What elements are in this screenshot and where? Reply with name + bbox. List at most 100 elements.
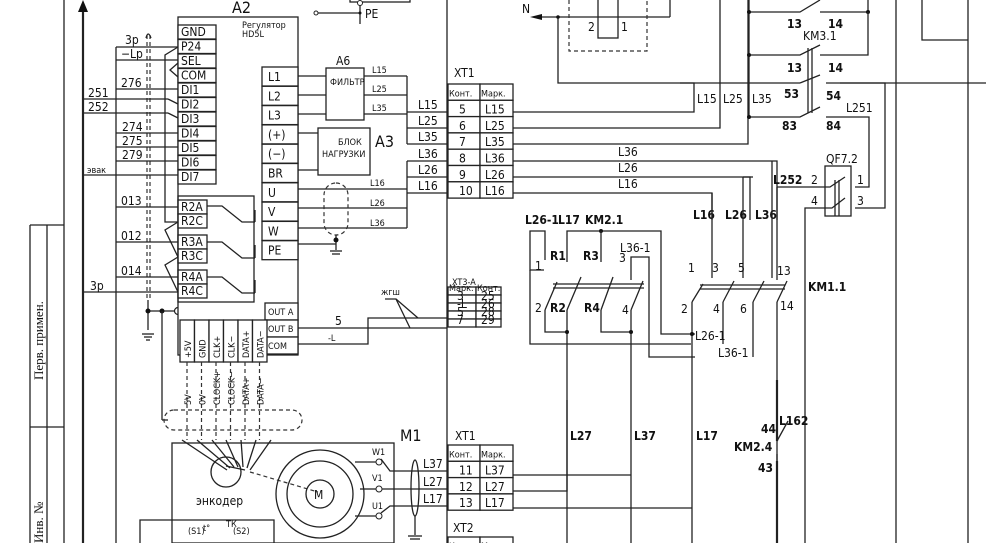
terminal-label: V [268,205,276,219]
label: 14 [828,61,844,75]
pe-connection: PE [313,0,411,24]
label: жгш [381,288,400,298]
column-header: Марк. [481,89,506,99]
terminal-label: L3 [268,109,281,123]
table-cell: 25 [481,289,495,303]
terminal-label: CLK+ [213,336,223,358]
terminal-label: L2 [268,89,281,103]
label: L27 [423,475,443,489]
terminal-label: GND [181,25,206,39]
arrow-left-icon [530,14,542,20]
terminal-label: R3A [181,235,203,249]
terminal-label: PE [268,244,282,258]
label: (S2) [233,527,250,537]
label: L16 [693,208,715,222]
table-cell: 11 [459,464,473,478]
table-cell: 10 [459,184,473,198]
table-cell: L27 [485,480,505,494]
terminal-label: +5V [184,340,194,358]
label: L15 [697,92,717,106]
label: 5 [335,314,342,328]
xt1-left-labels: L15 L25 L35 L36 L26 L16 [418,98,438,193]
table-row [479,493,514,511]
circuit-breaker-qf7-2: QF7.2 2 1 4 3 L252 [773,152,864,543]
cable-label: CLOCK+ [213,371,223,405]
terminal-label: (−) [268,147,285,161]
arrow-up-icon [78,0,88,12]
label: 84 [826,119,842,133]
table-cell: 7 [459,135,466,149]
wire-label: L16 [370,179,385,189]
table-cell: L26 [485,168,505,182]
regulator-a2: A2 Регулятор HD5L GNDP24SELCOMDI1DI2DI3D… [177,0,299,363]
table-cell: 29 [481,313,495,327]
drawing-frame: Перв. примен. Инв. № [29,0,969,543]
label: 14 [780,299,794,313]
label: L36 [618,145,638,159]
label: L162 [779,414,808,428]
label: 4 [622,303,629,317]
table-row [475,318,502,328]
column-header: Марк. [481,450,506,460]
label: 13 [777,264,791,278]
label: KM1.1 [808,280,846,294]
label: 2 [811,173,818,187]
label: 13 [787,17,802,31]
label: 5 [738,261,745,275]
wire-label: L25 [372,85,387,95]
wire-label: 279 [122,148,143,162]
label: L27 [570,429,592,443]
label: ТК [225,520,237,530]
label: R3 [583,249,599,263]
wire-label: 012 [121,229,142,243]
terminal-label: U [268,186,276,200]
wire-label: 014 [121,264,142,278]
label: L16 [618,177,638,191]
column-header: Марк. [449,284,474,294]
motor-m1: M1 энкодер M W1 V1 U1 L37 L27 L17 (S1) t… [139,426,447,543]
table-cell: 7 [457,313,464,327]
label: L36-1 [718,346,749,360]
label: M1 [400,426,422,445]
label: 54 [826,89,842,103]
filter-id: A6 [336,54,350,68]
label: L15 [418,98,438,112]
contactor-km2-1: L26-1 L17 KM2.1 R1 R3 1 3 L36-1 2 R2 R4 … [525,213,695,543]
wire-label: 013 [121,194,142,208]
table-cell: 9 [459,168,466,182]
label: 3 [857,194,864,208]
xt1-outgoing-wires: L36 L26 L16 [513,0,778,220]
load-block-line1: БЛОК [338,138,362,148]
wire-label: 274 [122,120,143,134]
terminal-label: GND [199,339,209,358]
table-cell: L25 [485,119,505,133]
table-header [479,536,514,543]
column-header: Конт. [449,450,472,460]
load-block-a3: БЛОК НАГРУЗКИ A3 [298,127,394,176]
label: L35 [752,92,772,106]
wire-label: 252 [88,100,109,114]
relay-contact-icons [207,205,256,294]
label: 4 [713,302,720,316]
label: R1 [550,249,566,263]
terminal-label: R4A [181,270,203,284]
terminal-label: SEL [181,54,201,68]
terminal-label: DATA+ [242,331,252,358]
label: M [314,488,323,502]
table-cell: 5 [459,103,466,117]
n-relay: N 2 1 [522,0,671,52]
label: 14 [828,17,844,31]
label: W1 [372,448,385,458]
wire-label: 3р [125,33,139,47]
table-cell: L15 [485,103,505,117]
cable-label: DATA− [257,378,267,405]
regulator-title: Регулятор [242,21,286,31]
wire-label: эвак [87,166,106,176]
label: L17 [558,213,580,227]
label: L36 [418,147,438,161]
label: энкодер [196,494,243,508]
label: L25 [418,114,438,128]
contactor-km3-1: 13 14 KM3.1 13 14 53 54 83 84 L15 L25 L3… [680,0,986,209]
terminal-label: OUT B [268,325,293,335]
label: 13 [787,61,802,75]
